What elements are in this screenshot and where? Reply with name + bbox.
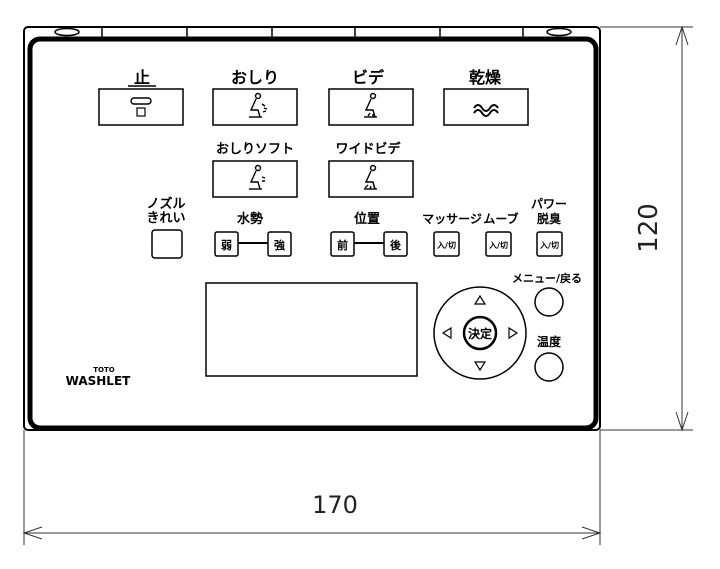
nozzle-clean-label-line2: きれい [146,211,185,226]
move-toggle-label: 入/切 [488,240,508,250]
width-dimension-label: 170 [312,491,358,519]
temperature-button[interactable] [534,352,564,382]
menu-back-label: メニュー/戻る [512,271,582,285]
stop-icon [130,97,152,105]
dry-button[interactable] [443,88,529,126]
dry-label: 乾燥 [469,68,502,87]
front-label: 前 [337,238,348,252]
oshiri-soft-button[interactable] [212,160,298,198]
seated-person-icon [249,92,268,118]
water-pressure-control: 弱 強 [214,231,292,257]
water-pressure-strong-button[interactable]: 強 [267,231,292,257]
temperature-label: 温度 [537,334,562,349]
soft-spray-person-icon [249,164,266,190]
deodorize-label-line1: パワー [531,197,567,211]
wide-bidet-person-icon [364,164,377,190]
stop-label: 止 [134,68,150,87]
dpad-up-button[interactable] [473,294,487,305]
deodorize-toggle-label: 入/切 [539,240,559,250]
dpad-enter-button[interactable]: 決定 [462,315,498,351]
brand-bottom: WASHLET [66,374,132,388]
position-control: 前 後 [330,231,408,257]
water-pressure-label: 水勢 [237,211,263,227]
bidet-label: ビデ [352,68,385,87]
dpad-right-button[interactable] [508,326,519,340]
height-dimension-label: 120 [634,203,664,253]
nozzle-clean-label-line1: ノズル [146,196,185,212]
stop-button[interactable] [98,88,184,126]
position-front-button[interactable]: 前 [330,231,355,257]
brand-top: TOTO [93,366,115,374]
lcd-display [205,282,418,377]
wide-bidet-label: ワイドビデ [335,141,401,157]
dimension-lines [22,25,693,545]
bidet-button[interactable] [328,88,414,126]
dpad-down-button[interactable] [473,361,487,372]
enter-label: 決定 [468,326,492,341]
position-label: 位置 [354,211,380,227]
wide-bidet-button[interactable] [328,160,414,198]
move-toggle-button[interactable]: 入/切 [485,231,512,257]
oshiri-soft-label: おしりソフト [216,142,294,157]
warm-air-icon [473,104,499,117]
massage-toggle-label: 入/切 [436,240,456,250]
deodorize-toggle-button[interactable]: 入/切 [536,231,563,257]
nozzle-clean-button[interactable] [151,229,183,259]
back-label: 後 [390,238,402,252]
dpad-left-button[interactable] [441,326,452,340]
massage-label: マッサージ [422,212,482,226]
screw-hole-right [546,27,572,37]
weak-label: 弱 [221,239,232,252]
position-back-button[interactable]: 後 [383,231,408,257]
strong-label: 強 [274,238,285,252]
direction-pad: 決定 [433,286,527,380]
water-pressure-weak-button[interactable]: 弱 [214,231,239,257]
oshiri-button[interactable] [212,88,298,126]
move-label: ムーブ [483,211,518,226]
menu-back-button[interactable] [534,287,564,317]
brand-logo: TOTO WASHLET [66,366,132,388]
bidet-person-icon [364,92,377,118]
screw-hole-left [54,27,80,37]
massage-toggle-button[interactable]: 入/切 [433,231,460,257]
deodorize-label-line2: 脱臭 [537,211,561,226]
oshiri-label: おしり [231,68,279,87]
